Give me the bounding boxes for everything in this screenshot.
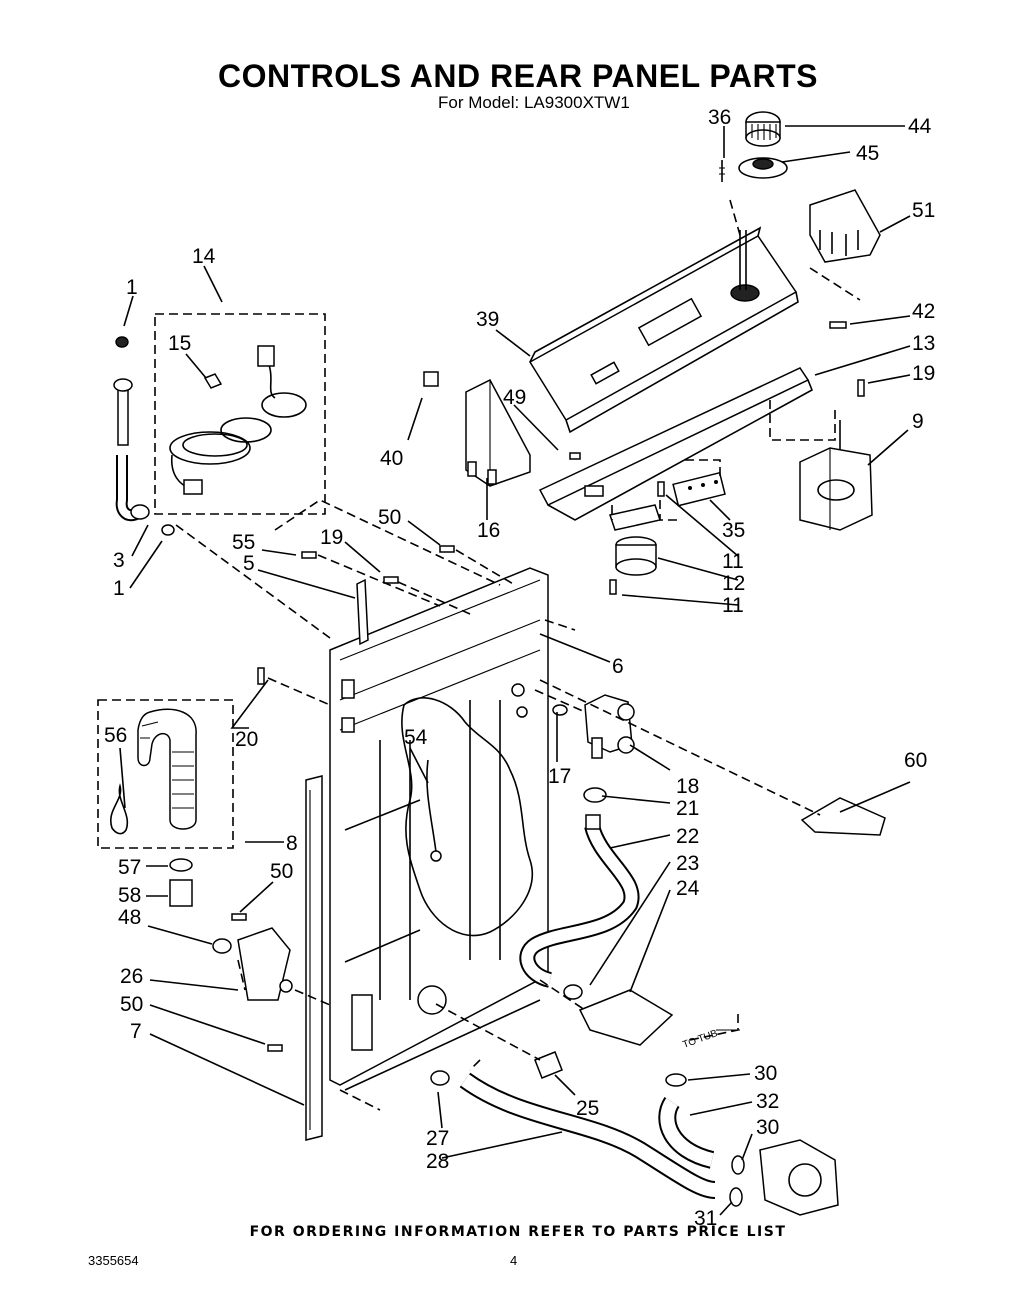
callout-label: 60 — [904, 749, 927, 772]
document-number: 3355654 — [88, 1253, 139, 1268]
callout-label: 9 — [912, 410, 924, 433]
hoses — [113, 336, 716, 1199]
callout-label: 50 — [270, 860, 293, 883]
callout-label: 27 — [426, 1127, 449, 1150]
callout-label: 44 — [908, 115, 932, 138]
callout-label: 28 — [426, 1150, 449, 1173]
left-trim-strip — [305, 775, 323, 1141]
callout-label: 55 — [232, 531, 255, 554]
small-parts — [169, 321, 886, 1086]
callout-label: 3 — [113, 549, 125, 572]
callout-label: 8 — [286, 832, 298, 855]
callout-label: 19 — [320, 526, 343, 549]
callout-label: 31 — [694, 1207, 717, 1230]
control-components — [609, 189, 881, 576]
callout-label: 51 — [912, 199, 935, 222]
callout-label: 36 — [708, 106, 731, 129]
callout-label: 5 — [243, 552, 255, 575]
callout-label: 20 — [235, 728, 258, 751]
callout-label: 11 — [722, 550, 744, 573]
water-valve — [552, 694, 635, 759]
page-number: 4 — [510, 1253, 518, 1268]
to-tub-label: TO TUB — [681, 1028, 719, 1051]
callout-label: 11 — [722, 594, 744, 617]
console-end-cap — [423, 371, 531, 487]
callout-label: 1 — [113, 577, 125, 600]
callout-label: 54 — [404, 726, 428, 749]
callout-label: 23 — [676, 852, 699, 875]
callout-label: 14 — [192, 245, 216, 268]
console-bracket — [538, 367, 814, 521]
power-cord-kit — [154, 313, 326, 515]
callout-numbers: 1 14 15 3 1 55 5 19 50 16 40 49 39 36 44… — [104, 106, 935, 1230]
callout-label: 30 — [756, 1116, 779, 1139]
callout-label: 6 — [612, 655, 624, 678]
callout-label: 56 — [104, 724, 127, 747]
callout-label: 35 — [722, 519, 745, 542]
callout-label: 50 — [378, 506, 401, 529]
callout-label: 15 — [168, 332, 191, 355]
callout-label: 26 — [120, 965, 143, 988]
callout-label: 30 — [754, 1062, 777, 1085]
callout-label: 58 — [118, 884, 141, 907]
model-subtitle: For Model: LA9300XTW1 — [438, 93, 630, 112]
control-console — [528, 226, 799, 434]
timer-knob — [719, 111, 788, 182]
callout-label: 40 — [380, 447, 403, 470]
page-title: CONTROLS AND REAR PANEL PARTS — [218, 58, 818, 94]
callout-label: 16 — [477, 519, 500, 542]
drain-hose-kit — [97, 699, 234, 849]
callout-label: 45 — [856, 142, 879, 165]
callout-label: 22 — [676, 825, 699, 848]
callout-label: 25 — [576, 1097, 599, 1120]
callout-label: 12 — [722, 572, 745, 595]
callout-label: 13 — [912, 332, 935, 355]
callout-label: 39 — [476, 308, 499, 331]
callout-label: 48 — [118, 906, 141, 929]
callout-label: 18 — [676, 775, 699, 798]
callout-label: 24 — [676, 877, 700, 900]
leader-arrows — [119, 125, 911, 1216]
callout-label: 32 — [756, 1090, 779, 1113]
callout-label: 57 — [118, 856, 141, 879]
callout-label: 42 — [912, 300, 935, 323]
callout-label: 19 — [912, 362, 935, 385]
callout-label: 7 — [130, 1020, 142, 1043]
callout-label: 49 — [503, 386, 526, 409]
ordering-note: FOR ORDERING INFORMATION REFER TO PARTS … — [249, 1224, 787, 1240]
callout-label: 17 — [548, 765, 571, 788]
pump — [665, 1073, 839, 1216]
callout-label: 50 — [120, 993, 143, 1016]
callout-label: 21 — [676, 797, 699, 820]
assembly-lines — [175, 199, 861, 1111]
callout-label: 1 — [126, 276, 138, 299]
rear-panel — [329, 567, 549, 1091]
